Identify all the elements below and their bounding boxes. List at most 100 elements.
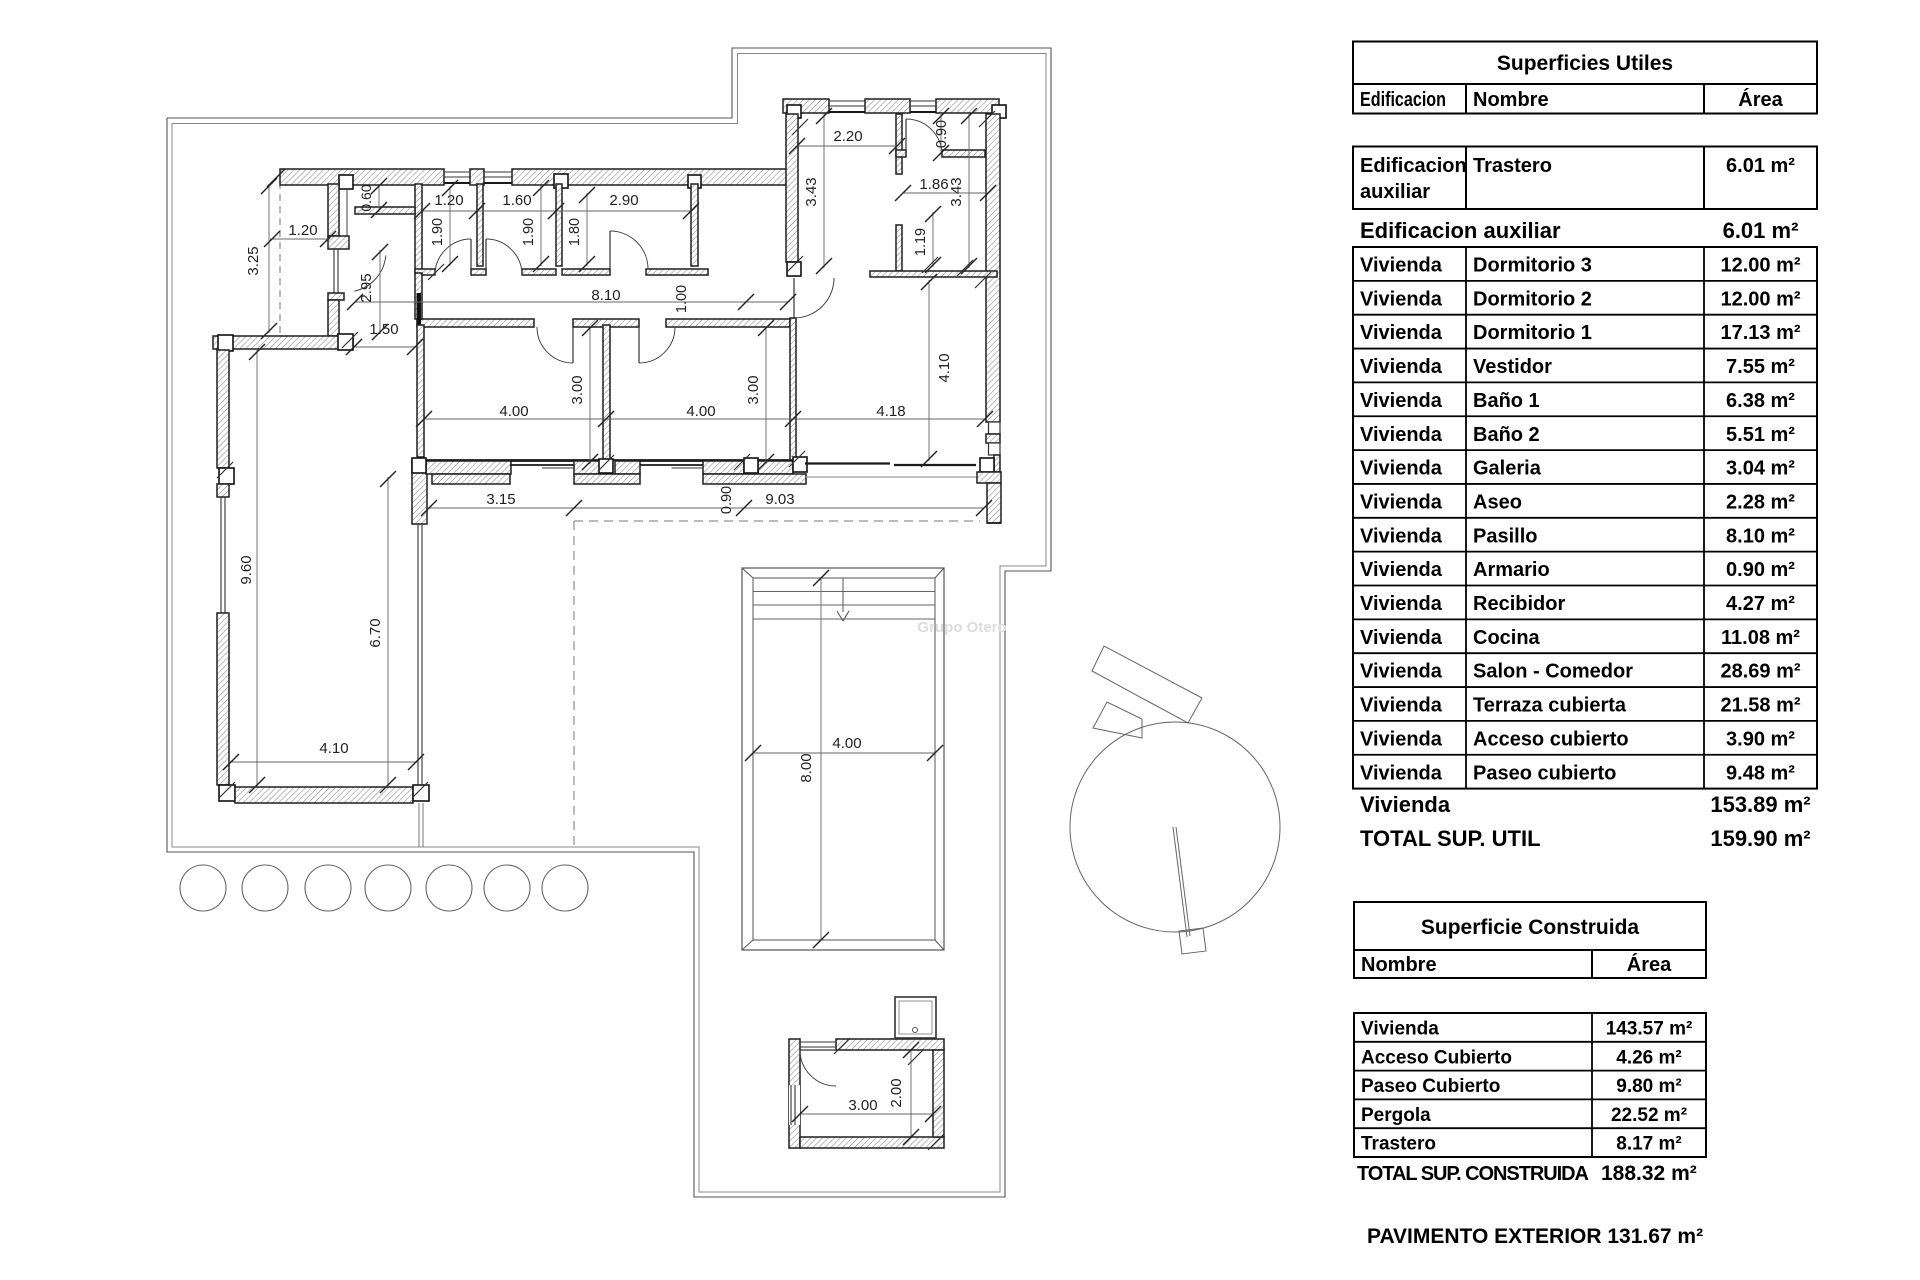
svg-text:Terraza cubierta: Terraza cubierta <box>1473 695 1627 717</box>
svg-text:3.25: 3.25 <box>245 246 262 275</box>
svg-text:Vivienda: Vivienda <box>1360 424 1443 446</box>
svg-text:Vivienda: Vivienda <box>1360 458 1443 480</box>
svg-text:17.13 m²: 17.13 m² <box>1720 322 1800 344</box>
svg-text:5.51 m²: 5.51 m² <box>1726 424 1795 446</box>
svg-text:6.38 m²: 6.38 m² <box>1726 390 1795 412</box>
svg-text:6.01 m²: 6.01 m² <box>1723 218 1799 243</box>
svg-text:12.00 m²: 12.00 m² <box>1720 255 1800 277</box>
svg-text:TOTAL SUP. CONSTRUIDA: TOTAL SUP. CONSTRUIDA <box>1357 1163 1589 1185</box>
svg-text:153.89 m²: 153.89 m² <box>1710 792 1810 817</box>
svg-text:Edificacion auxiliar: Edificacion auxiliar <box>1360 218 1561 243</box>
svg-text:12.00 m²: 12.00 m² <box>1720 288 1800 310</box>
svg-text:Vivienda: Vivienda <box>1360 322 1443 344</box>
svg-text:Vivienda: Vivienda <box>1360 792 1451 817</box>
svg-text:Vivienda: Vivienda <box>1360 762 1443 784</box>
svg-text:3.00: 3.00 <box>569 375 586 404</box>
svg-text:Pasillo: Pasillo <box>1473 525 1537 547</box>
svg-text:Dormitorio 1: Dormitorio 1 <box>1473 322 1592 344</box>
svg-text:Acceso Cubierto: Acceso Cubierto <box>1361 1047 1512 1068</box>
svg-text:6.70: 6.70 <box>367 618 384 647</box>
svg-text:3.43: 3.43 <box>948 177 965 206</box>
svg-text:8.00: 8.00 <box>798 753 815 782</box>
svg-text:6.01 m²: 6.01 m² <box>1726 155 1795 177</box>
svg-text:22.52 m²: 22.52 m² <box>1611 1105 1687 1126</box>
svg-text:8.10: 8.10 <box>591 287 620 304</box>
svg-text:11.08 m²: 11.08 m² <box>1721 627 1800 649</box>
svg-text:4.10: 4.10 <box>319 740 348 757</box>
svg-text:Vivienda: Vivienda <box>1360 695 1443 717</box>
svg-text:9.48 m²: 9.48 m² <box>1726 762 1795 784</box>
svg-text:4.10: 4.10 <box>936 353 953 382</box>
svg-text:Galeria: Galeria <box>1473 458 1542 480</box>
svg-text:159.90 m²: 159.90 m² <box>1710 826 1810 851</box>
svg-text:Acceso cubierto: Acceso cubierto <box>1473 728 1629 750</box>
svg-text:auxiliar: auxiliar <box>1360 181 1430 203</box>
svg-text:Baño 2: Baño 2 <box>1473 424 1540 446</box>
svg-text:3.00: 3.00 <box>745 375 762 404</box>
svg-text:Edificacion: Edificacion <box>1360 155 1467 177</box>
svg-text:Edificacion: Edificacion <box>1360 89 1446 111</box>
svg-text:3.04 m²: 3.04 m² <box>1726 458 1795 480</box>
svg-text:Área: Área <box>1627 953 1672 976</box>
svg-text:0.90 m²: 0.90 m² <box>1726 559 1795 581</box>
svg-text:1.50: 1.50 <box>369 321 398 338</box>
svg-text:2.28 m²: 2.28 m² <box>1726 491 1795 513</box>
svg-text:Armario: Armario <box>1473 559 1550 581</box>
svg-text:1.90: 1.90 <box>521 218 537 246</box>
svg-text:Nombre: Nombre <box>1473 89 1549 111</box>
svg-text:3.90 m²: 3.90 m² <box>1726 728 1795 750</box>
svg-text:Vivienda: Vivienda <box>1360 593 1443 615</box>
svg-text:9.60: 9.60 <box>238 555 255 584</box>
svg-text:Vivienda: Vivienda <box>1360 491 1443 513</box>
svg-text:Vivienda: Vivienda <box>1360 627 1443 649</box>
svg-text:4.18: 4.18 <box>876 403 905 420</box>
svg-text:Superficie Construida: Superficie Construida <box>1421 916 1640 939</box>
svg-text:7.55 m²: 7.55 m² <box>1726 356 1795 378</box>
svg-text:Vivienda: Vivienda <box>1360 661 1443 683</box>
svg-text:2.00: 2.00 <box>888 1078 905 1107</box>
svg-text:Trastero: Trastero <box>1473 155 1552 177</box>
svg-text:Aseo: Aseo <box>1473 491 1522 513</box>
svg-text:9.80 m²: 9.80 m² <box>1616 1076 1681 1097</box>
svg-text:Dormitorio 2: Dormitorio 2 <box>1473 288 1592 310</box>
svg-text:0.90: 0.90 <box>934 120 950 148</box>
svg-text:Vivienda: Vivienda <box>1360 356 1443 378</box>
svg-text:143.57 m²: 143.57 m² <box>1606 1019 1693 1040</box>
svg-text:3.43: 3.43 <box>803 177 820 206</box>
svg-text:1.20: 1.20 <box>434 192 463 209</box>
svg-text:Vivienda: Vivienda <box>1360 525 1443 547</box>
svg-text:4.27 m²: 4.27 m² <box>1726 593 1795 615</box>
svg-text:Vivienda: Vivienda <box>1360 255 1443 277</box>
svg-text:Dormitorio 3: Dormitorio 3 <box>1473 255 1592 277</box>
svg-text:Superficies Utiles: Superficies Utiles <box>1497 52 1673 75</box>
svg-text:0.60: 0.60 <box>358 184 374 211</box>
svg-text:Trastero: Trastero <box>1361 1134 1436 1155</box>
svg-text:4.00: 4.00 <box>686 403 715 420</box>
svg-text:188.32 m²: 188.32 m² <box>1601 1162 1697 1185</box>
svg-text:1.80: 1.80 <box>567 218 583 246</box>
svg-text:8.10 m²: 8.10 m² <box>1726 525 1795 547</box>
svg-text:4.26 m²: 4.26 m² <box>1616 1047 1681 1068</box>
svg-text:Baño 1: Baño 1 <box>1473 390 1540 412</box>
svg-text:8.17 m²: 8.17 m² <box>1616 1134 1681 1155</box>
svg-text:Vivienda: Vivienda <box>1360 559 1443 581</box>
svg-text:Vivienda: Vivienda <box>1360 728 1443 750</box>
svg-text:Paseo Cubierto: Paseo Cubierto <box>1361 1076 1500 1097</box>
svg-text:Salon - Comedor: Salon - Comedor <box>1473 661 1633 683</box>
svg-text:Recibidor: Recibidor <box>1473 593 1565 615</box>
svg-text:2.90: 2.90 <box>609 192 638 209</box>
svg-text:0.90: 0.90 <box>719 486 735 514</box>
svg-text:3.00: 3.00 <box>848 1097 877 1114</box>
svg-text:1.86: 1.86 <box>919 176 948 193</box>
svg-text:Vivienda: Vivienda <box>1360 288 1443 310</box>
svg-text:9.03: 9.03 <box>765 491 794 508</box>
svg-text:Área: Área <box>1738 88 1783 111</box>
svg-text:Vivienda: Vivienda <box>1361 1019 1439 1040</box>
svg-text:21.58 m²: 21.58 m² <box>1720 695 1800 717</box>
svg-text:1.90: 1.90 <box>430 218 446 246</box>
svg-text:PAVIMENTO EXTERIOR 131.67 m²: PAVIMENTO EXTERIOR 131.67 m² <box>1367 1225 1703 1248</box>
svg-text:Paseo cubierto: Paseo cubierto <box>1473 762 1616 784</box>
svg-text:28.69 m²: 28.69 m² <box>1720 661 1800 683</box>
svg-text:1.20: 1.20 <box>288 222 317 239</box>
svg-text:3.15: 3.15 <box>486 491 515 508</box>
